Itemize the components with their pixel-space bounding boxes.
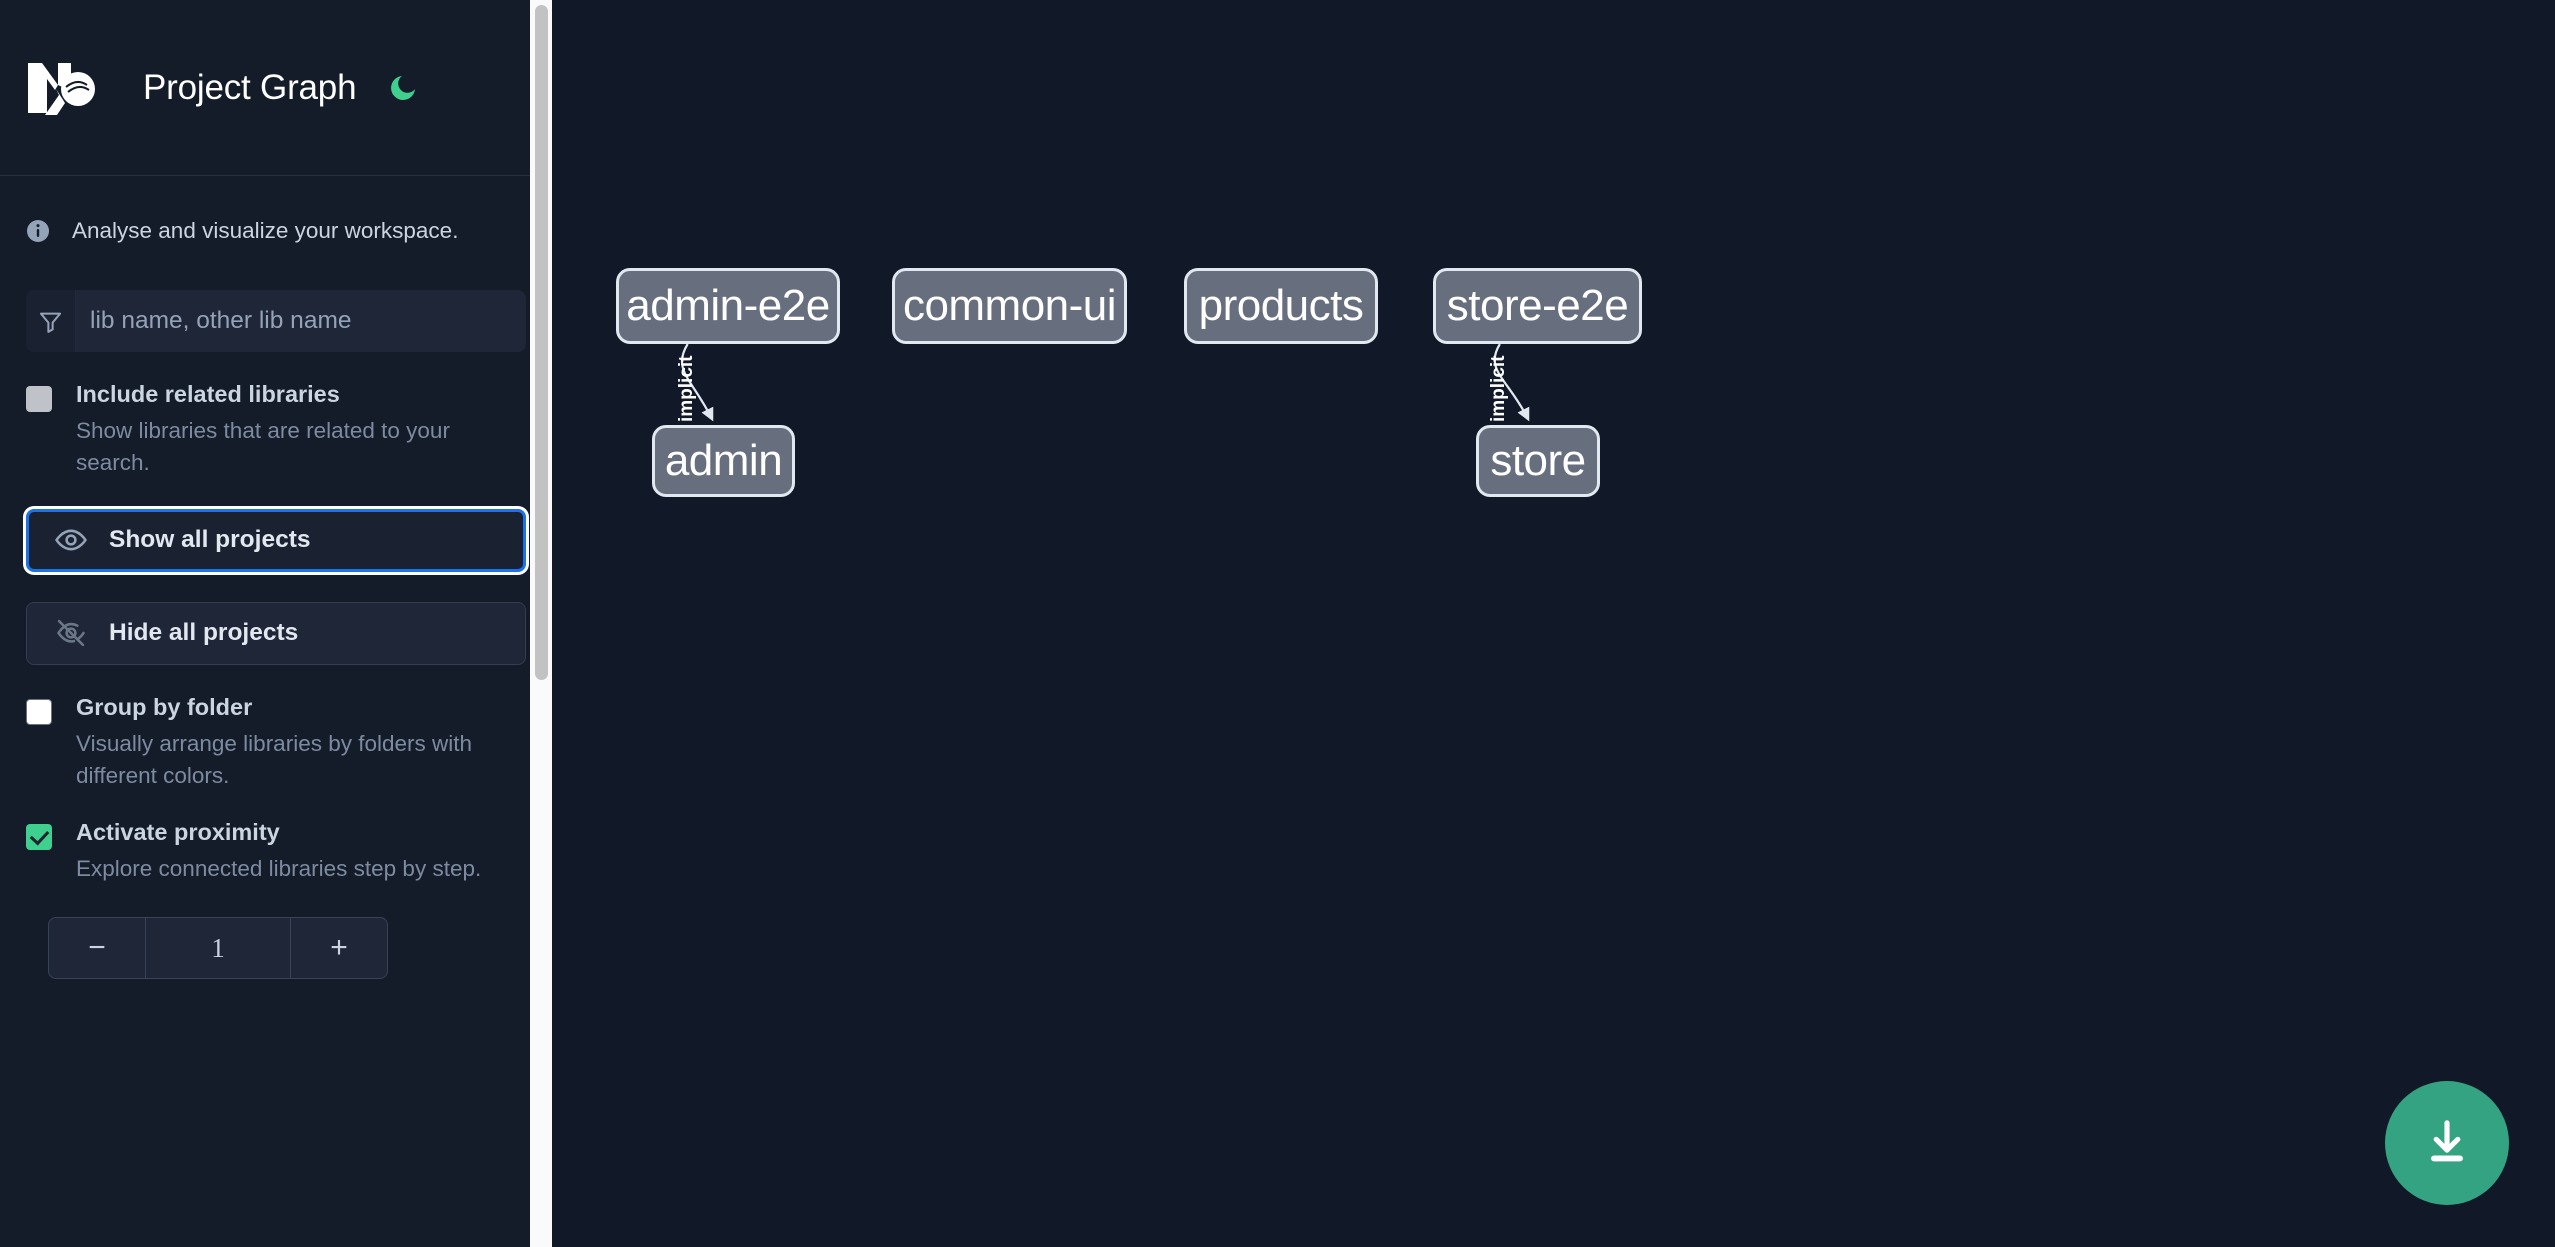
moon-icon[interactable] (383, 68, 423, 108)
graph-node-label: admin (664, 436, 783, 485)
checkbox-activate-proximity[interactable] (26, 824, 52, 851)
option-label: Activate proximity (76, 819, 280, 846)
download-icon (2420, 1115, 2474, 1172)
eye-icon (54, 523, 88, 557)
nx-logo-icon (26, 59, 114, 117)
option-text: Include related libraries Show libraries… (76, 381, 516, 479)
proximity-value: 1 (211, 932, 225, 963)
graph-node-label: admin-e2e (626, 281, 830, 330)
option-label: Group by folder (76, 693, 253, 720)
sidebar-body: Analyse and visualize your workspace. In… (0, 198, 552, 980)
graph-layer: admin-e2e common-ui products store-e2e admin… (552, 0, 2555, 1247)
graph-node-common-ui[interactable]: common-ui (892, 268, 1127, 344)
sidebar: Project Graph Analyse and visualize your… (0, 0, 552, 1247)
option-text: Activate proximity Explore connected lib… (76, 820, 481, 885)
graph-edge-admin-e2e__admin (681, 343, 714, 422)
sidebar-scrollbar-thumb[interactable] (535, 5, 548, 680)
hide-all-projects-label: Hide all projects (109, 619, 299, 647)
proximity-increment-button[interactable]: + (290, 918, 387, 979)
graph-node-admin[interactable]: admin (652, 425, 795, 497)
graph-node-admin-e2e[interactable]: admin-e2e (616, 268, 840, 344)
workspace-hint-text: Analyse and visualize your workspace. (72, 218, 459, 243)
proximity-decrement-button[interactable]: − (49, 918, 146, 979)
info-circle-icon (26, 219, 50, 243)
graph-node-label: products (1198, 281, 1364, 330)
page-title: Project Graph (143, 67, 357, 107)
graph-node-products[interactable]: products (1184, 268, 1378, 344)
filter-field[interactable] (26, 290, 526, 352)
option-group-by-folder[interactable]: Group by folder Visually arrange librari… (26, 693, 526, 792)
graph-node-store[interactable]: store (1476, 425, 1600, 497)
option-description: Show libraries that are related to your … (76, 417, 450, 475)
graph-node-label: common-ui (902, 281, 1117, 330)
graph-edge-label: implicit (1487, 355, 1509, 422)
option-text: Group by folder Visually arrange librari… (76, 693, 516, 792)
checkbox-group-by-folder[interactable] (26, 698, 52, 725)
graph-node-label: store (1490, 436, 1586, 485)
graph-node-label: store-e2e (1446, 281, 1629, 330)
option-activate-proximity[interactable]: Activate proximity Explore connected lib… (26, 820, 526, 885)
sidebar-header: Project Graph (0, 0, 552, 176)
eye-off-icon (54, 616, 88, 650)
show-all-projects-button[interactable]: Show all projects (26, 508, 526, 572)
download-graph-button[interactable] (2385, 1081, 2509, 1205)
search-input[interactable] (76, 290, 526, 352)
workspace-hint: Analyse and visualize your workspace. (26, 198, 526, 264)
show-all-projects-label: Show all projects (109, 526, 311, 554)
graph-edges (681, 343, 1530, 422)
option-label: Include related libraries (76, 381, 340, 407)
graph-node-store-e2e[interactable]: store-e2e (1433, 268, 1642, 344)
option-description: Explore connected libraries step by step… (76, 856, 482, 882)
graph-canvas[interactable]: admin-e2e common-ui products store-e2e admin… (552, 0, 2555, 1247)
funnel-icon (26, 290, 76, 352)
option-description: Visually arrange libraries by folders wi… (76, 730, 473, 788)
sidebar-scrollbar[interactable] (530, 0, 552, 1247)
graph-edge-label: implicit (675, 355, 697, 422)
proximity-stepper[interactable]: − 1 + (48, 917, 388, 980)
option-include-related-libraries[interactable]: Include related libraries Show libraries… (26, 381, 526, 479)
checkbox-include-related-libraries[interactable] (26, 386, 52, 412)
graph-edge-store-e2e__store (1493, 343, 1530, 422)
hide-all-projects-button[interactable]: Hide all projects (26, 601, 526, 665)
